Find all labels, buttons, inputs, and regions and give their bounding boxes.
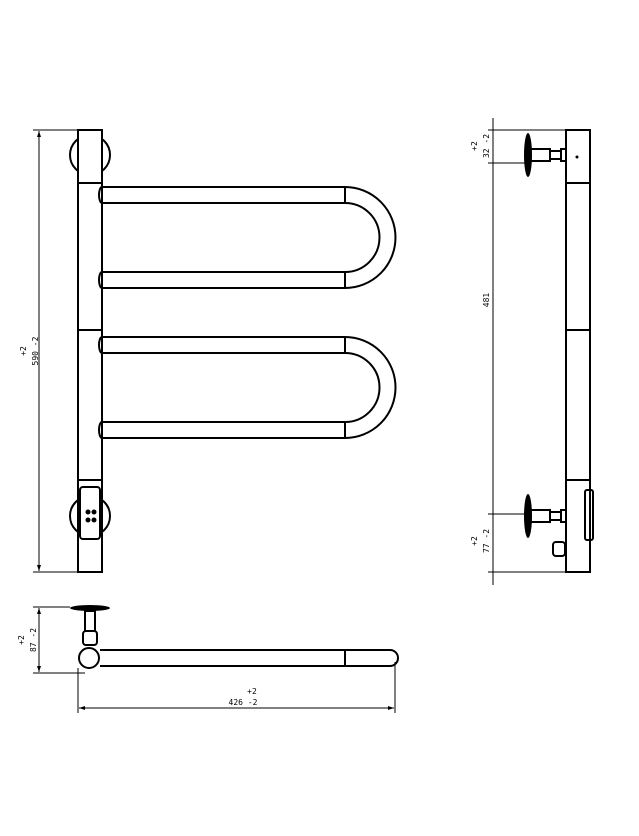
top-mount-stem bbox=[84, 610, 96, 632]
side-bottom-tolerance: +2 bbox=[470, 536, 479, 546]
side-control-box bbox=[584, 489, 594, 541]
side-view: +2 32 -2 481 +2 77 -2 bbox=[470, 118, 594, 585]
width-tolerance: +2 bbox=[247, 687, 257, 696]
side-lower-mount bbox=[524, 494, 567, 538]
width-value: 426 -2 bbox=[229, 698, 258, 707]
side-top-tolerance: +2 bbox=[470, 141, 479, 151]
top-collector bbox=[78, 647, 100, 669]
side-bottom-value: 77 -2 bbox=[482, 529, 491, 553]
side-collector bbox=[565, 129, 591, 573]
side-upper-mount bbox=[524, 133, 567, 177]
height-tolerance: +2 bbox=[19, 346, 28, 356]
depth-value: 87 -2 bbox=[29, 628, 38, 652]
lower-rail-loop-outer bbox=[102, 336, 397, 439]
lower-rail-loop-inner bbox=[102, 352, 381, 423]
top-view: +2 87 -2 +2 426 -2 bbox=[17, 605, 399, 713]
top-rail bbox=[100, 649, 399, 667]
side-cable-plug bbox=[552, 541, 566, 557]
height-value: 590 -2 bbox=[31, 336, 40, 365]
front-view: +2 590 -2 bbox=[19, 129, 397, 573]
depth-tolerance: +2 bbox=[17, 635, 26, 645]
upper-rail-loop-inner bbox=[102, 202, 381, 273]
side-top-value: 32 -2 bbox=[482, 134, 491, 158]
top-mount-flange bbox=[70, 605, 110, 611]
mount-spacing-value: 481 bbox=[482, 293, 491, 308]
upper-rail-loop-outer bbox=[102, 186, 397, 289]
